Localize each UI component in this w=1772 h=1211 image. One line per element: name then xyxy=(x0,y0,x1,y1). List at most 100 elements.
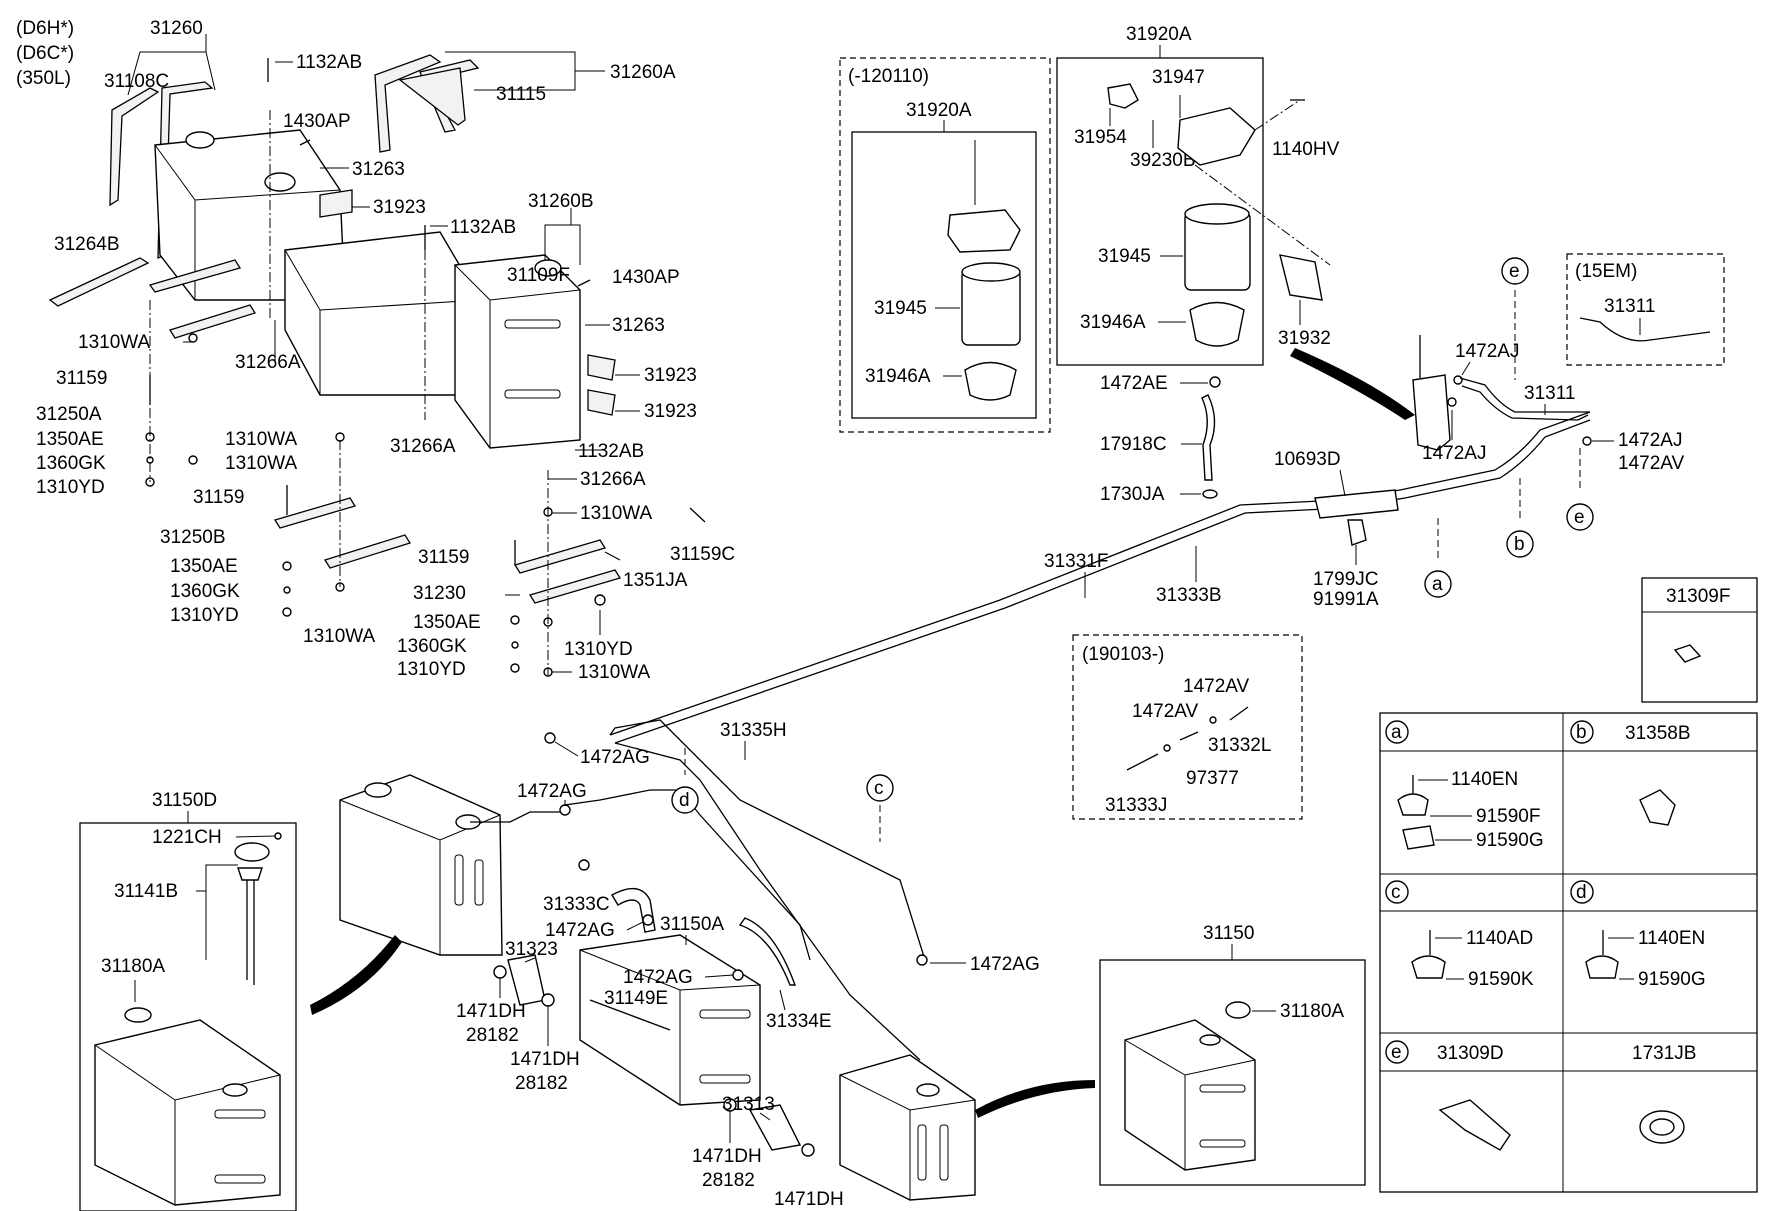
label-1472av-a: 1472AV xyxy=(1618,453,1685,474)
variant-350l: (350L) xyxy=(16,68,71,89)
variant-list: (D6H*) (D6C*) (350L) xyxy=(16,18,74,89)
legend-marker-e-text: e xyxy=(1391,1042,1402,1063)
clamp-1472ag-a xyxy=(544,732,556,744)
label-31266a-c: 31266A xyxy=(580,469,646,490)
main-tank-middle-edge xyxy=(284,249,481,395)
pipe-31335h-b xyxy=(609,719,926,961)
label-31260: 31260 xyxy=(150,18,203,39)
tank-vent-neck xyxy=(185,131,215,149)
clamp-1472aj-a xyxy=(1453,375,1463,385)
tank-cap-right xyxy=(916,1083,940,1097)
legend-marker-c xyxy=(1385,880,1409,904)
marker-e-high xyxy=(1501,257,1529,285)
leader-31323 xyxy=(524,957,536,963)
label-1360gk-b: 1360GK xyxy=(170,581,240,602)
filter-bowl-31946a-b xyxy=(1189,301,1245,347)
strap-31264b xyxy=(48,257,150,307)
label-31230: 31230 xyxy=(413,583,466,604)
label-1132ab-c: 1132AB xyxy=(578,441,644,462)
tank-emboss xyxy=(917,1124,927,1181)
label-31313: 31313 xyxy=(722,1094,775,1115)
pipe-31333b-main xyxy=(614,419,1591,744)
pin-1430ap-b xyxy=(577,279,591,287)
tube-31313 xyxy=(748,1104,802,1151)
center-line xyxy=(1194,164,1331,266)
box-31150d: 31150D 1221CH 31141B 31180A xyxy=(79,790,297,1211)
filter-head-a xyxy=(947,209,1021,253)
bracket-31923-c xyxy=(587,389,616,416)
pipe-31332l xyxy=(1229,706,1249,721)
leader-31260b xyxy=(544,208,581,265)
box-title-190103: (190103-) xyxy=(1082,644,1164,665)
center-line xyxy=(1254,99,1301,131)
label-1471dh-a: 1471DH xyxy=(456,1001,526,1022)
label-1471dh-d: 1471DH xyxy=(774,1189,844,1210)
bracket-31250b-b xyxy=(324,534,411,569)
label-31932: 31932 xyxy=(1278,328,1331,349)
label-31250a: 31250A xyxy=(36,404,102,425)
label-1799jc: 1799JC xyxy=(1313,569,1379,590)
marker-c xyxy=(866,774,894,802)
legend-table-frame xyxy=(1379,712,1758,1193)
tank-emboss xyxy=(1199,1084,1246,1093)
leader-1472aj-a xyxy=(1461,361,1471,376)
bolt-31159c xyxy=(689,507,706,523)
filter-box-120110: (-120110) 31920A 31945 31946A xyxy=(839,57,1051,433)
label-1310wa-c: 1310WA xyxy=(225,453,297,474)
label-28182-a: 28182 xyxy=(466,1025,519,1046)
label-31159-b: 31159 xyxy=(193,487,244,508)
nut-dot xyxy=(510,663,520,673)
marker-d-text: d xyxy=(679,790,690,811)
washer-dot xyxy=(283,586,291,594)
label-1132ab-b: 1132AB xyxy=(450,217,516,238)
box-31309f-frame xyxy=(1641,577,1758,703)
bracket-31923-b xyxy=(587,354,616,381)
clamp-1472av-c xyxy=(1163,744,1171,752)
clip-97377 xyxy=(1179,731,1199,741)
pointer-to-31150 xyxy=(975,1080,1095,1118)
tank-right-lower xyxy=(839,1054,976,1201)
tank-31150d-edge xyxy=(94,1044,281,1205)
label-31309f: 31309F xyxy=(1666,586,1730,607)
upper-left-labels: 31260 31108C 1132AB 31115 31260A 1430AP … xyxy=(36,18,735,683)
tank-ridge xyxy=(589,999,671,1031)
filter-bracket-area: 31932 1472AE 17918C 1730JA xyxy=(1100,254,1415,505)
variant-d6c: (D6C*) xyxy=(16,43,74,64)
leader-31141b xyxy=(196,864,238,960)
tank-31150d xyxy=(94,1019,281,1206)
tank-emboss-1 xyxy=(504,319,561,329)
legend-marker-a xyxy=(1385,720,1409,744)
tube-31323 xyxy=(507,954,546,1006)
clamp-1472ag-e xyxy=(916,954,928,966)
fuel-line-routing: 1472AJ 1472AJ 31311 1472AJ 1472AV 10693D… xyxy=(609,257,1685,744)
main-tank-middle xyxy=(284,231,481,396)
filter-cartridge-top-a xyxy=(961,262,1021,282)
label-31323: 31323 xyxy=(505,939,558,960)
label-31945-a: 31945 xyxy=(874,298,927,319)
tank-emboss xyxy=(214,1109,266,1119)
label-97377: 97377 xyxy=(1186,768,1239,789)
label-10693d: 10693D xyxy=(1274,449,1341,470)
leader-1472ag-c xyxy=(626,921,644,931)
label-1730ja: 1730JA xyxy=(1100,484,1165,505)
bracket-31230-a xyxy=(513,539,607,574)
label-31920a-b: 31920A xyxy=(1126,24,1192,45)
clip-91590f xyxy=(1397,793,1429,816)
label-31333b: 31333B xyxy=(1156,585,1222,606)
label-31923-a: 31923 xyxy=(373,197,426,218)
filter-cartridge-top-b xyxy=(1184,203,1250,225)
label-91590f: 91590F xyxy=(1476,806,1540,827)
label-1360gk-a: 1360GK xyxy=(36,453,106,474)
clamp-1472ag-c xyxy=(642,914,654,926)
tank-31150a-edge xyxy=(579,949,761,1105)
clip-31358b xyxy=(1639,789,1676,826)
leader-1472ag-d xyxy=(704,974,734,978)
legend-marker-b xyxy=(1570,720,1594,744)
label-1472av-c: 1472AV xyxy=(1132,701,1199,722)
label-31920a-a: 31920A xyxy=(906,100,972,121)
clamp-1472ag-b xyxy=(559,804,571,816)
upper-tank-assembly xyxy=(48,34,706,677)
tank-31150-edge xyxy=(1124,1039,1256,1170)
leader-31260 xyxy=(127,34,216,96)
label-31149e: 31149E xyxy=(604,988,668,1009)
